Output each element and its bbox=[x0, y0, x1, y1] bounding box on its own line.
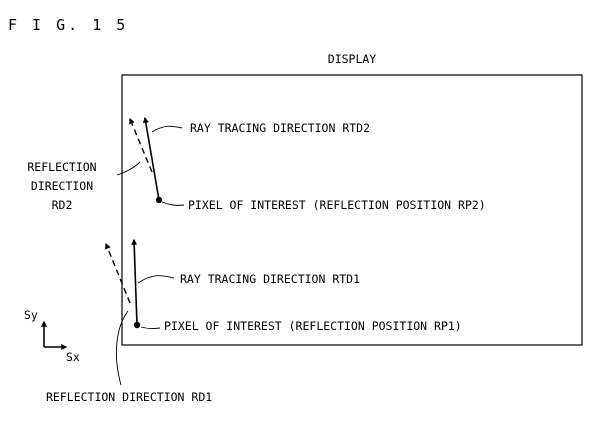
rtd2-leader-line bbox=[151, 125, 183, 133]
rd2-label-line-2: DIRECTION bbox=[31, 179, 93, 193]
sx-axis-label: Sx bbox=[66, 350, 80, 364]
figure-label: F I G. 1 5 bbox=[8, 16, 128, 34]
reflection-direction-rd2-arrow bbox=[129, 117, 153, 173]
rtd2-label: RAY TRACING DIRECTION RTD2 bbox=[190, 121, 370, 135]
sy-axis-label: Sy bbox=[24, 308, 38, 322]
rp2-leader-line bbox=[161, 201, 185, 206]
ray-tracing-direction-rtd1-arrow bbox=[131, 238, 138, 326]
coordinate-axes: Sy Sx bbox=[24, 308, 80, 364]
pixel-of-interest-rp1-label: PIXEL OF INTEREST (REFLECTION POSITION R… bbox=[164, 319, 462, 333]
display-label: DISPLAY bbox=[328, 52, 377, 66]
rtd1-label: RAY TRACING DIRECTION RTD1 bbox=[180, 272, 360, 286]
rd2-label-line-1: REFLECTION bbox=[27, 160, 96, 174]
rd1-label: REFLECTION DIRECTION RD1 bbox=[46, 390, 212, 404]
lower-pixel-group: RAY TRACING DIRECTION RTD1 PIXEL OF INTE… bbox=[46, 238, 462, 404]
upper-pixel-group: RAY TRACING DIRECTION RTD2 PIXEL OF INTE… bbox=[27, 116, 486, 212]
rd2-leader-line bbox=[116, 161, 141, 176]
display-frame bbox=[121, 74, 583, 346]
rd1-leader-line bbox=[115, 310, 129, 386]
reflection-direction-rd1-arrow bbox=[105, 242, 131, 304]
rd2-label-line-3: RD2 bbox=[52, 198, 73, 212]
pixel-of-interest-rp2-label: PIXEL OF INTEREST (REFLECTION POSITION R… bbox=[188, 198, 486, 212]
pixel-of-interest-rp2-dot bbox=[155, 196, 163, 204]
pixel-of-interest-rp1-dot bbox=[133, 321, 141, 329]
rtd1-leader-line bbox=[137, 275, 175, 284]
ray-tracing-direction-rtd2-arrow bbox=[142, 116, 160, 201]
rp1-leader-line bbox=[140, 326, 161, 330]
